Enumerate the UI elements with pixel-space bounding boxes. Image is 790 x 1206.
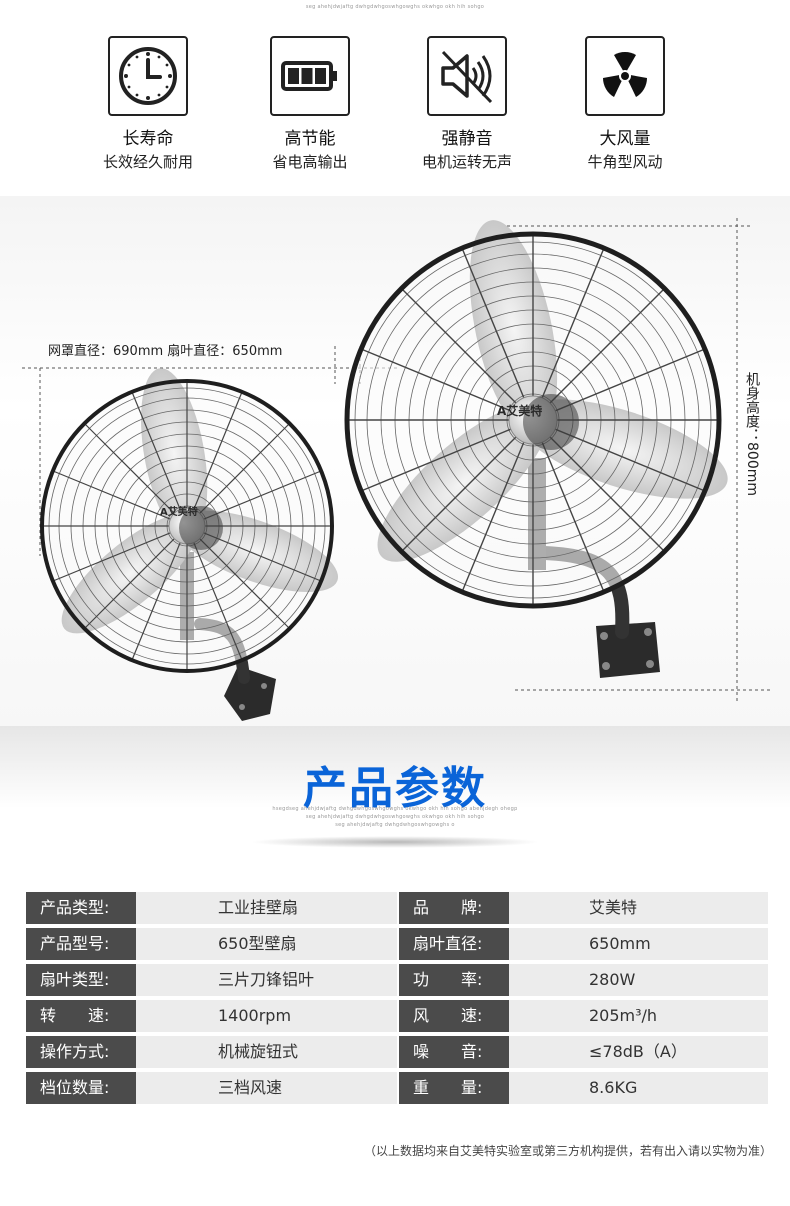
- spec-label: 操作方式:: [26, 1036, 136, 1068]
- feature-title: 长寿命: [122, 129, 174, 149]
- spec-label: 功 率:: [399, 964, 509, 996]
- feature-title: 大风量: [599, 129, 651, 149]
- feature-subtitle: 牛角型风动: [587, 153, 663, 171]
- spec-value: 650型壁扇: [136, 928, 397, 960]
- spec-label: 扇叶直径:: [399, 928, 509, 960]
- spec-value: 280W: [509, 964, 768, 996]
- spec-value: 1400rpm: [136, 1000, 397, 1032]
- spec-value: 8.6KG: [509, 1072, 768, 1104]
- brand-badge-small: A艾美特: [160, 507, 198, 518]
- feature-row: 长寿命 长效经久耐用 高节能 省电高输出 强静音 电机运: [0, 36, 790, 186]
- params-fine-print-1: hsegdseg ahehjdwjaftg dwhgdwhgoswhgowghs…: [272, 806, 518, 812]
- spec-label: 品 牌:: [399, 892, 509, 924]
- feature-quiet: 强静音 电机运转无声: [392, 36, 542, 172]
- spec-label: 档位数量:: [26, 1072, 136, 1104]
- spec-label: 产品型号:: [26, 928, 136, 960]
- title-shadow: [250, 836, 540, 848]
- spec-value: 艾美特: [509, 892, 768, 924]
- params-band: [0, 726, 790, 876]
- feature-energy-saving: 高节能 省电高输出: [235, 36, 385, 172]
- spec-value: 205m³/h: [509, 1000, 768, 1032]
- feature-title: 强静音: [441, 129, 493, 149]
- feature-high-airflow: 大风量 牛角型风动: [550, 36, 700, 172]
- spec-value: ≤78dB（A）: [509, 1036, 768, 1068]
- spec-label: 扇叶类型:: [26, 964, 136, 996]
- mute-speaker-icon: [427, 36, 507, 116]
- footnote: （以上数据均来自艾美特实验室或第三方机构提供，若有出入请以实物为准）: [363, 1144, 772, 1158]
- spec-label: 重 量:: [399, 1072, 509, 1104]
- params-title: 产品参数: [303, 763, 487, 814]
- spec-value: 三档风速: [136, 1072, 397, 1104]
- fan-blades-icon: [585, 36, 665, 116]
- spec-label: 噪 音:: [399, 1036, 509, 1068]
- table-row: 转 速: 1400rpm 风 速: 205m³/h: [26, 1000, 768, 1032]
- clock-icon: [108, 36, 188, 116]
- spec-value: 650mm: [509, 928, 768, 960]
- small-fan: [40, 368, 338, 721]
- table-row: 产品型号: 650型壁扇 扇叶直径: 650mm: [26, 928, 768, 960]
- spec-value: 工业挂壁扇: [136, 892, 397, 924]
- table-row: 扇叶类型: 三片刀锋铝叶 功 率: 280W: [26, 964, 768, 996]
- battery-icon: [270, 36, 350, 116]
- params-fine-print-3: seg ahehjdwjaftg dwhgdwhgoswhgowghs o: [335, 822, 455, 828]
- spec-label: 产品类型:: [26, 892, 136, 924]
- diameter-label: 网罩直径：690mm 扇叶直径：650mm: [48, 344, 283, 359]
- large-fan: [344, 220, 728, 678]
- table-row: 档位数量: 三档风速 重 量: 8.6KG: [26, 1072, 768, 1104]
- spec-label: 转 速:: [26, 1000, 136, 1032]
- header-fine-print: seg ahehjdwjaftg dwhgdwhgoswhgowghs okwh…: [305, 4, 485, 10]
- height-label: 机身高度：800mm: [744, 372, 760, 496]
- feature-long-life: 长寿命 长效经久耐用: [73, 36, 223, 172]
- feature-title: 高节能: [284, 129, 336, 149]
- brand-badge-large: A艾美特: [497, 404, 543, 418]
- table-row: 操作方式: 机械旋钮式 噪 音: ≤78dB（A）: [26, 1036, 768, 1068]
- spec-table: 产品类型: 工业挂壁扇 品 牌: 艾美特 产品型号: 650型壁扇 扇叶直径: …: [26, 892, 768, 1108]
- spec-value: 机械旋钮式: [136, 1036, 397, 1068]
- params-fine-print-2: seg ahehjdwjaftg dwhgdwhgoswhgowghs okwh…: [305, 814, 485, 820]
- feature-subtitle: 省电高输出: [272, 153, 348, 171]
- feature-subtitle: 电机运转无声: [421, 153, 512, 171]
- spec-value: 三片刀锋铝叶: [136, 964, 397, 996]
- wall-fan-drawings: [22, 218, 770, 721]
- spec-label: 风 速:: [399, 1000, 509, 1032]
- product-illustration: 网罩直径：690mm 扇叶直径：650mm A艾美特 A艾美特: [0, 196, 790, 726]
- table-row: 产品类型: 工业挂壁扇 品 牌: 艾美特: [26, 892, 768, 924]
- feature-subtitle: 长效经久耐用: [102, 153, 193, 171]
